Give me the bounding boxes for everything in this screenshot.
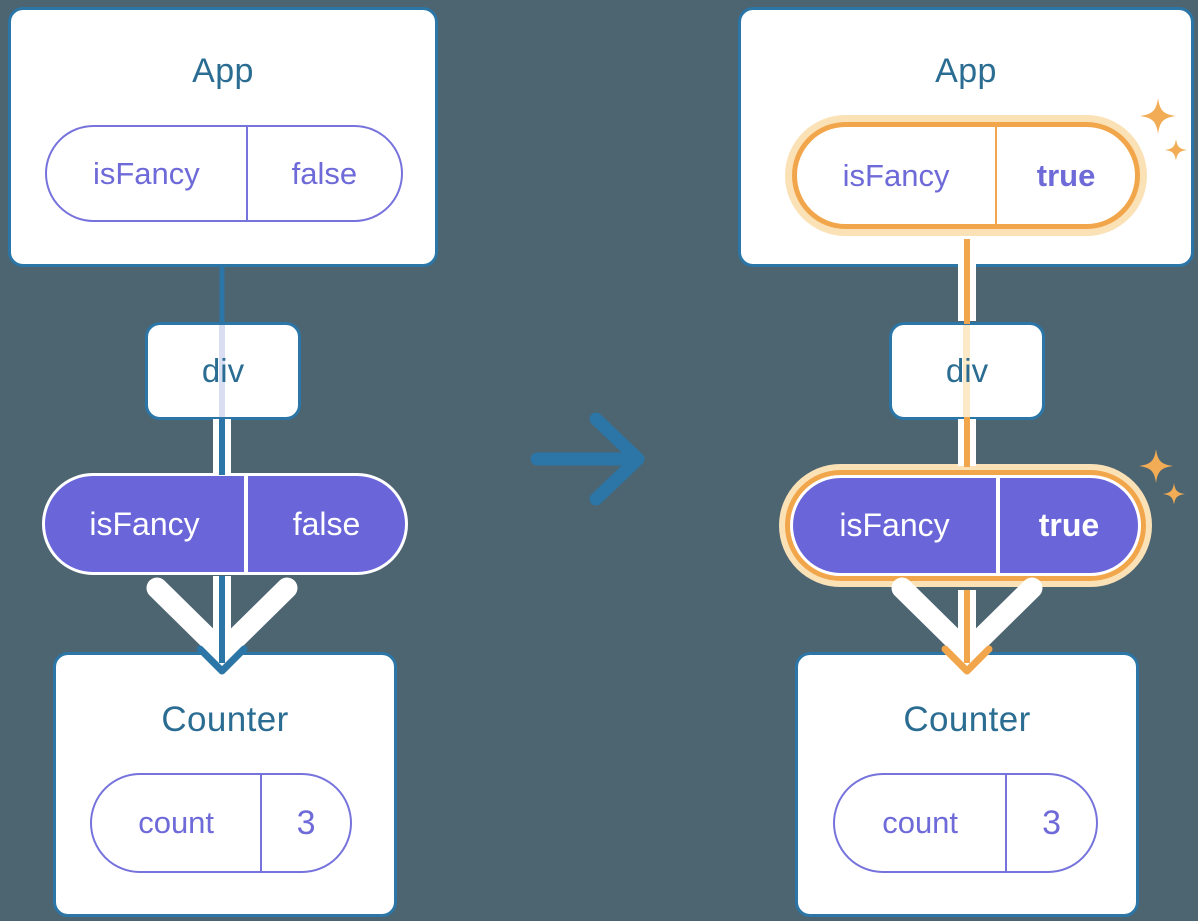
state-name-label: count (92, 775, 263, 871)
state-value-label: 3 (296, 803, 316, 842)
sparkle-icon (1163, 483, 1185, 505)
prop-flow-line (963, 325, 970, 417)
app-prop-pill-highlighted: isFancy true (792, 122, 1140, 229)
chevron-down-icon (146, 577, 298, 663)
app-title: App (935, 52, 997, 90)
counter-state-pill: count 3 (833, 773, 1098, 873)
app-prop-pill: isFancy false (45, 125, 403, 222)
counter-state-pill: count 3 (90, 773, 352, 873)
prop-value-label: true (1038, 507, 1100, 543)
sparkle-icon (1139, 449, 1173, 483)
app-title: App (192, 52, 254, 90)
prop-pipe (213, 417, 231, 475)
prop-value-label: false (291, 155, 358, 191)
div-box-right: div (889, 322, 1045, 420)
prop-value-label: false (292, 505, 361, 542)
div-box-left: div (145, 322, 301, 420)
prop-value-label: true (1036, 157, 1096, 193)
prop-flow-line (219, 325, 225, 417)
state-name-label: count (835, 775, 1008, 871)
div-label: div (945, 352, 989, 389)
prop-pill-left: isFancy false (42, 473, 408, 575)
prop-pipe-highlighted (958, 417, 976, 467)
prop-name-label: isFancy (45, 476, 249, 572)
chevron-down-icon (891, 577, 1043, 663)
prop-name-label: isFancy (47, 127, 248, 220)
prop-name-label: isFancy (793, 478, 1000, 573)
prop-name-label: isFancy (797, 127, 998, 224)
counter-title: Counter (161, 700, 289, 739)
right-arrow-icon (530, 412, 645, 506)
div-label: div (201, 352, 245, 389)
prop-pill-right-highlighted: isFancy true (790, 475, 1141, 576)
state-value-label: 3 (1042, 803, 1062, 842)
counter-title: Counter (903, 700, 1031, 739)
